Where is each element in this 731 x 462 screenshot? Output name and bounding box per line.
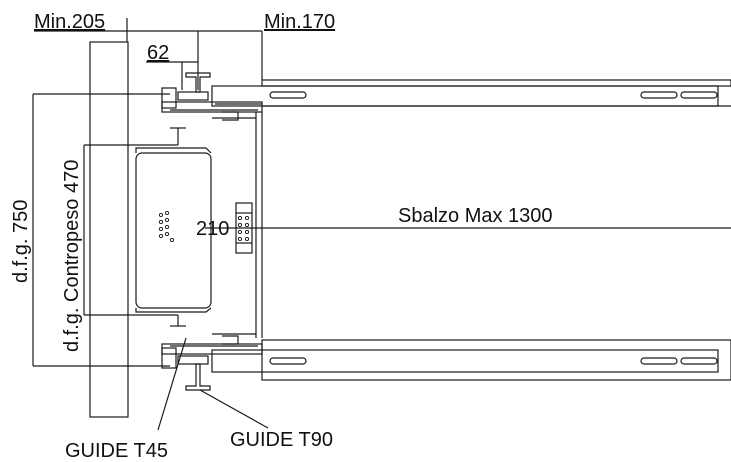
- bottom-rail-main: [211, 349, 719, 373]
- counterweight-box: [135, 152, 212, 309]
- hole-3: [158, 219, 164, 225]
- guide-t90-bottom: [185, 363, 211, 391]
- top-rail-main: [211, 85, 719, 107]
- top-rail-slot-3: [680, 91, 718, 99]
- top-rail-slot-1: [269, 91, 307, 99]
- top-rail-upper: [261, 79, 731, 87]
- counterweight-top-lip: [135, 147, 212, 154]
- connector-hole-7: [237, 236, 243, 242]
- connector-hole-6: [244, 229, 250, 235]
- hole-6: [164, 224, 170, 230]
- bracket-top-plate: [177, 91, 209, 101]
- hole-7: [158, 233, 164, 239]
- bottom-rail-outer: [261, 339, 731, 381]
- label-dfg-750: d.f.g. 750: [10, 200, 32, 283]
- counterweight-bottom-lip: [135, 307, 212, 313]
- hole-4: [164, 217, 170, 223]
- connector-hole-1: [237, 215, 243, 221]
- connector-hole-4: [244, 222, 250, 228]
- connector-hole-5: [237, 229, 243, 235]
- label-210: 210: [196, 218, 229, 240]
- hole-9: [169, 237, 175, 243]
- hole-5: [158, 226, 164, 232]
- leader-t45: [157, 337, 187, 431]
- top-rail-slot-2: [640, 91, 678, 99]
- label-min205: Min.205: [34, 11, 105, 33]
- hole-8: [164, 231, 170, 237]
- label-sbalzo: Sbalzo Max 1300: [398, 205, 553, 227]
- leader-t90: [199, 389, 269, 429]
- shaft-wall: [89, 41, 129, 418]
- label-62: 62: [147, 42, 169, 64]
- bottom-rail-slot-3: [680, 357, 718, 365]
- bracket-bottom-left: [161, 347, 177, 369]
- bracket-bottom-clip: [222, 335, 239, 345]
- bracket-top-clip: [222, 111, 239, 121]
- connector-hole-2: [244, 215, 250, 221]
- label-min170: Min.170: [264, 11, 335, 33]
- hole-2: [164, 210, 170, 216]
- label-guide-t45: GUIDE T45: [65, 440, 168, 462]
- bottom-rail-slot-2: [640, 357, 678, 365]
- connector-hole-3: [237, 222, 243, 228]
- hole-1: [158, 212, 164, 218]
- bracket-bottom-plate: [177, 355, 209, 365]
- label-dfg-contrapeso: d.f.g. Contropeso 470: [61, 160, 83, 352]
- connector-hole-8: [244, 236, 250, 242]
- bottom-rail-slot-1: [269, 357, 307, 365]
- bracket-top-left: [161, 87, 177, 109]
- label-guide-t90: GUIDE T90: [230, 429, 333, 451]
